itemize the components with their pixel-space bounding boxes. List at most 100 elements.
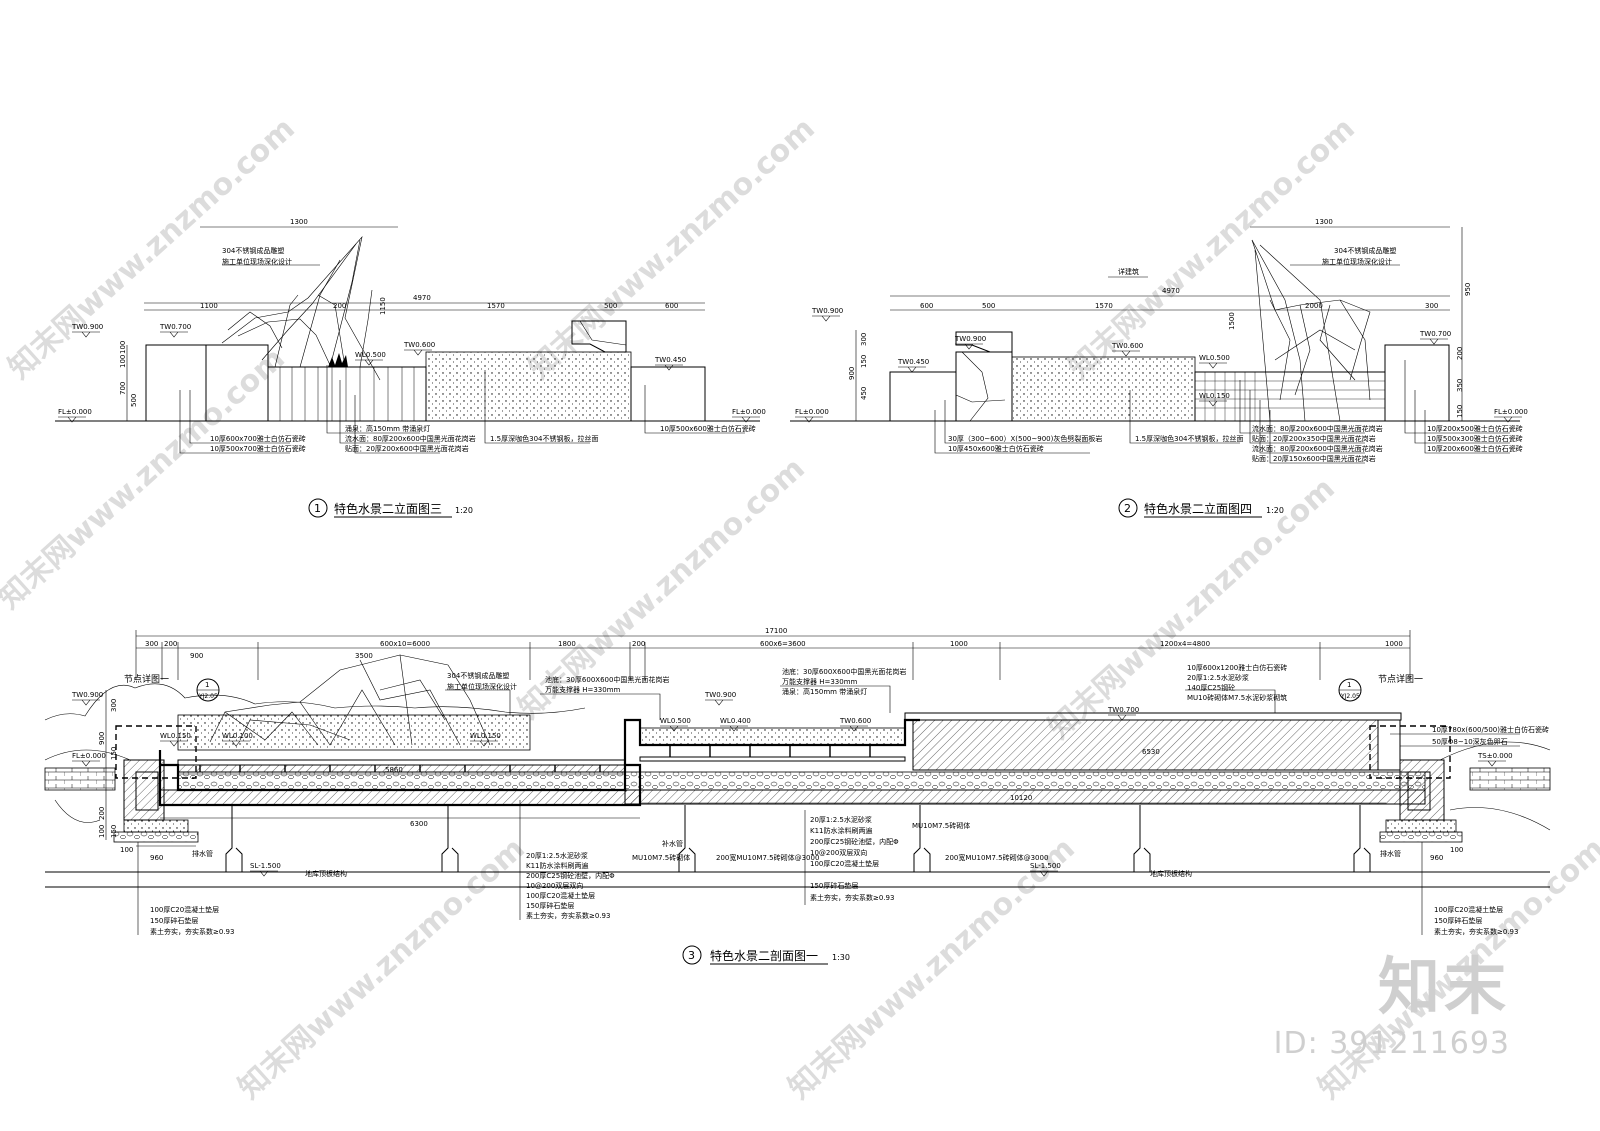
svg-text:K11防水涂料刷两遍: K11防水涂料刷两遍 bbox=[526, 861, 589, 870]
svg-text:FL±0.000: FL±0.000 bbox=[732, 408, 766, 416]
svg-text:5860: 5860 bbox=[385, 766, 403, 774]
svg-text:池底：30厚600X600中国黑光面花岗岩: 池底：30厚600X600中国黑光面花岗岩 bbox=[782, 667, 906, 676]
svg-text:30厚（300~600）X(500~900)灰色劈裂面板岩: 30厚（300~600）X(500~900)灰色劈裂面板岩 bbox=[948, 434, 1102, 443]
svg-text:6530: 6530 bbox=[1142, 748, 1160, 756]
svg-text:10厚600x700雅士白仿石瓷砖: 10厚600x700雅士白仿石瓷砖 bbox=[210, 434, 306, 443]
svg-text:600x10=6000: 600x10=6000 bbox=[380, 640, 430, 648]
svg-text:1150: 1150 bbox=[379, 297, 387, 315]
svg-text:100厚C20混凝土垫层: 100厚C20混凝土垫层 bbox=[150, 905, 219, 914]
svg-text:200: 200 bbox=[164, 640, 177, 648]
image-id: ID: 391211693 bbox=[1273, 1026, 1510, 1061]
svg-text:3500: 3500 bbox=[355, 652, 373, 660]
svg-text:3: 3 bbox=[688, 949, 695, 962]
svg-text:500: 500 bbox=[130, 394, 138, 407]
svg-text:1:20: 1:20 bbox=[1266, 506, 1284, 515]
svg-text:WL0.500: WL0.500 bbox=[1199, 354, 1230, 362]
section-one-title: 特色水景二剖面图一 bbox=[710, 948, 818, 963]
svg-text:知末网www.znzmo.com: 知末网www.znzmo.com bbox=[522, 111, 822, 386]
svg-text:100: 100 bbox=[1450, 846, 1463, 854]
svg-text:素土夯实，夯实系数≥0.93: 素土夯实，夯实系数≥0.93 bbox=[526, 911, 610, 920]
svg-text:素土夯实，夯实系数≥0.93: 素土夯实，夯实系数≥0.93 bbox=[1434, 927, 1518, 936]
svg-text:150: 150 bbox=[860, 355, 868, 368]
svg-text:20厚1:2.5水泥砂浆: 20厚1:2.5水泥砂浆 bbox=[1187, 673, 1249, 682]
svg-text:10@200双层双向: 10@200双层双向 bbox=[810, 848, 867, 857]
svg-text:1570: 1570 bbox=[487, 302, 505, 310]
svg-text:池底：30厚600X600中国黑光面花岗岩: 池底：30厚600X600中国黑光面花岗岩 bbox=[545, 675, 669, 684]
svg-text:100: 100 bbox=[120, 846, 133, 854]
svg-text:节点详图一: 节点详图一 bbox=[1378, 673, 1423, 685]
svg-text:900: 900 bbox=[848, 367, 856, 380]
svg-text:300: 300 bbox=[1425, 302, 1438, 310]
svg-text:200厚C25钢砼池壁，内配Φ: 200厚C25钢砼池壁，内配Φ bbox=[526, 871, 615, 880]
svg-text:知末网www.znzmo.com: 知末网www.znzmo.com bbox=[1062, 111, 1362, 386]
svg-text:涌泉：高150mm 带涌泉灯: 涌泉：高150mm 带涌泉灯 bbox=[345, 424, 430, 433]
svg-text:1300: 1300 bbox=[290, 218, 308, 226]
svg-text:贴面：20厚200x600中国黑光面花岗岩: 贴面：20厚200x600中国黑光面花岗岩 bbox=[345, 444, 469, 453]
svg-text:20厚1:2.5水泥砂浆: 20厚1:2.5水泥砂浆 bbox=[810, 815, 872, 824]
svg-text:10厚450x600雅士白仿石瓷砖: 10厚450x600雅士白仿石瓷砖 bbox=[948, 444, 1044, 453]
svg-text:FL±0.000: FL±0.000 bbox=[58, 408, 92, 416]
svg-text:TW0.900: TW0.900 bbox=[704, 691, 736, 699]
svg-text:200: 200 bbox=[632, 640, 645, 648]
svg-text:素土夯实，夯实系数≥0.93: 素土夯实，夯实系数≥0.93 bbox=[150, 927, 234, 936]
svg-text:140厚C25钢砼: 140厚C25钢砼 bbox=[1187, 683, 1235, 692]
svg-text:10厚780x(600/500)雅士白仿石瓷砖: 10厚780x(600/500)雅士白仿石瓷砖 bbox=[1432, 725, 1549, 734]
svg-text:SL-1.500: SL-1.500 bbox=[250, 862, 281, 870]
svg-text:200: 200 bbox=[98, 807, 106, 820]
svg-text:150厚碎石垫层: 150厚碎石垫层 bbox=[1434, 916, 1482, 925]
svg-text:MU10砖砌体M7.5水泥砂浆砌筑: MU10砖砌体M7.5水泥砂浆砌筑 bbox=[1187, 693, 1287, 702]
svg-text:1:20: 1:20 bbox=[455, 506, 473, 515]
svg-text:960: 960 bbox=[150, 854, 163, 862]
elevation-three-title: 特色水景二立面图三 bbox=[334, 501, 442, 516]
svg-text:500: 500 bbox=[982, 302, 995, 310]
svg-text:200宽MU10M7.5砖砌体@3000: 200宽MU10M7.5砖砌体@3000 bbox=[945, 853, 1048, 862]
svg-text:150厚碎石垫层: 150厚碎石垫层 bbox=[810, 881, 858, 890]
svg-text:150: 150 bbox=[110, 747, 118, 760]
svg-text:304不锈钢成品雕塑: 304不锈钢成品雕塑 bbox=[447, 671, 509, 680]
svg-text:300: 300 bbox=[145, 640, 158, 648]
svg-text:300: 300 bbox=[110, 699, 118, 712]
svg-text:知末网www.znzmo.com: 知末网www.znzmo.com bbox=[512, 451, 812, 726]
elevation-three: 1300 4970 1100 200 1570 500 600 700 100 … bbox=[55, 218, 766, 518]
svg-text:YJ2.05: YJ2.05 bbox=[1340, 693, 1360, 700]
svg-text:施工单位现场深化设计: 施工单位现场深化设计 bbox=[447, 682, 517, 691]
svg-text:100: 100 bbox=[98, 825, 106, 838]
svg-text:100: 100 bbox=[119, 341, 127, 354]
svg-text:200: 200 bbox=[1456, 347, 1464, 360]
sculpture-elevation-four bbox=[1251, 239, 1371, 422]
svg-text:TW0.450: TW0.450 bbox=[897, 358, 929, 366]
svg-text:1100: 1100 bbox=[200, 302, 218, 310]
svg-text:6300: 6300 bbox=[410, 820, 428, 828]
svg-text:1300: 1300 bbox=[1315, 218, 1333, 226]
svg-text:WL0.500: WL0.500 bbox=[355, 351, 386, 359]
svg-text:100厚C20混凝土垫层: 100厚C20混凝土垫层 bbox=[526, 891, 595, 900]
svg-text:1: 1 bbox=[314, 502, 321, 515]
svg-text:TW0.700: TW0.700 bbox=[159, 323, 191, 331]
svg-text:4970: 4970 bbox=[413, 294, 431, 302]
svg-text:1.5厚深咖色304不锈钢板，拉丝面: 1.5厚深咖色304不锈钢板，拉丝面 bbox=[490, 434, 599, 443]
svg-text:100: 100 bbox=[119, 355, 127, 368]
svg-text:1570: 1570 bbox=[1095, 302, 1113, 310]
svg-text:10@200双层双向: 10@200双层双向 bbox=[526, 881, 583, 890]
elevation-four-title: 特色水景二立面图四 bbox=[1144, 501, 1252, 516]
svg-text:600x6=3600: 600x6=3600 bbox=[760, 640, 806, 648]
svg-text:20厚1:2.5水泥砂浆: 20厚1:2.5水泥砂浆 bbox=[526, 851, 588, 860]
svg-text:950: 950 bbox=[1464, 283, 1472, 296]
svg-text:150厚碎石垫层: 150厚碎石垫层 bbox=[150, 916, 198, 925]
svg-text:600: 600 bbox=[920, 302, 933, 310]
svg-text:150: 150 bbox=[110, 825, 118, 838]
svg-text:900: 900 bbox=[98, 732, 106, 745]
svg-text:1800: 1800 bbox=[558, 640, 576, 648]
svg-text:700: 700 bbox=[119, 382, 127, 395]
svg-text:WL0.100: WL0.100 bbox=[222, 732, 253, 740]
svg-text:排水管: 排水管 bbox=[192, 849, 213, 858]
svg-text:FL±0.000: FL±0.000 bbox=[1494, 408, 1528, 416]
svg-text:K11防水涂料刷两遍: K11防水涂料刷两遍 bbox=[810, 826, 873, 835]
svg-text:10厚200x500雅士白仿石瓷砖: 10厚200x500雅士白仿石瓷砖 bbox=[1427, 424, 1523, 433]
svg-text:1: 1 bbox=[205, 681, 209, 689]
svg-text:施工单位现场深化设计: 施工单位现场深化设计 bbox=[1322, 257, 1392, 266]
svg-text:TW0.700: TW0.700 bbox=[1419, 330, 1451, 338]
svg-text:1200x4=4800: 1200x4=4800 bbox=[1160, 640, 1210, 648]
svg-text:100厚C20混凝土垫层: 100厚C20混凝土垫层 bbox=[810, 859, 879, 868]
